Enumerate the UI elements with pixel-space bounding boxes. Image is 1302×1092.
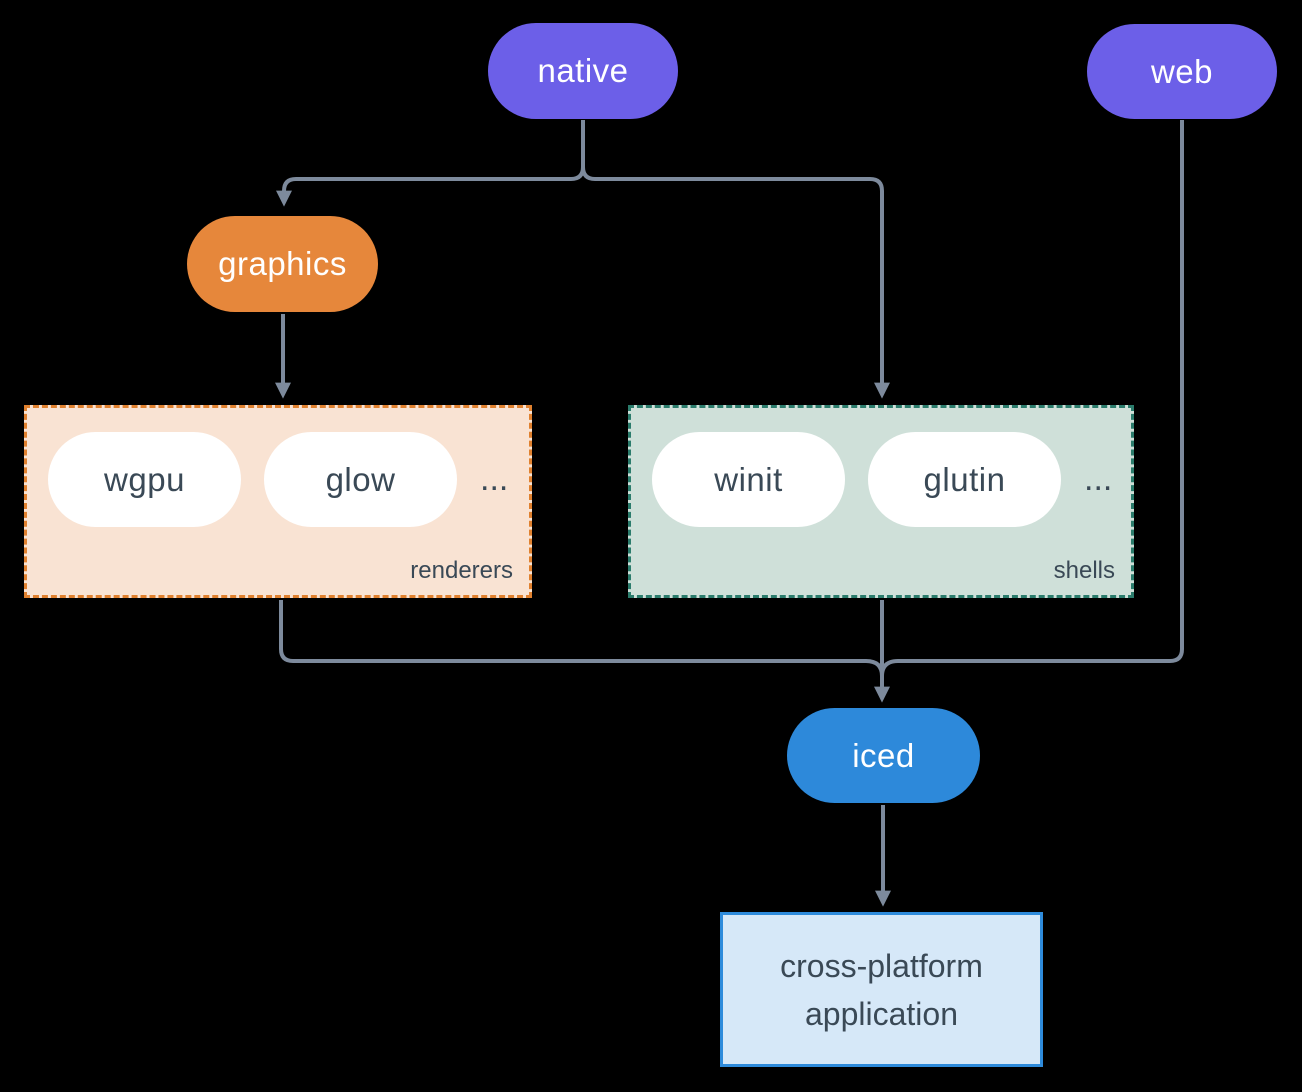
edge-native-to-shells <box>581 166 890 399</box>
node-native-label: native <box>537 52 629 89</box>
edge-native-to-graphics <box>276 166 585 207</box>
group-shells: winit glutin ... shells <box>628 405 1134 598</box>
node-winit: winit <box>652 432 845 527</box>
app-label-line2: application <box>805 995 958 1032</box>
node-winit-label: winit <box>714 460 783 498</box>
edge-renderers-to-merge <box>279 600 884 677</box>
node-glow-label: glow <box>325 460 396 498</box>
renderers-group-label: renderers <box>410 557 513 584</box>
node-glow: glow <box>264 432 457 527</box>
node-wgpu: wgpu <box>48 432 241 527</box>
node-web-label: web <box>1150 52 1214 90</box>
node-glutin: glutin <box>868 432 1061 527</box>
node-cross-platform-application: cross-platform application <box>720 912 1043 1067</box>
node-graphics-label: graphics <box>218 245 347 282</box>
node-web: web <box>1087 24 1277 119</box>
node-glutin-label: glutin <box>923 460 1006 498</box>
node-graphics: graphics <box>187 216 378 312</box>
group-renderers: wgpu glow ... renderers <box>24 405 532 598</box>
node-iced: iced <box>787 708 980 803</box>
renderers-ellipsis: ... <box>480 460 509 498</box>
node-iced-label: iced <box>852 736 915 774</box>
shells-ellipsis: ... <box>1084 460 1113 498</box>
shells-group-label: shells <box>1053 557 1115 584</box>
node-native: native <box>488 23 678 119</box>
app-label-line1: cross-platform <box>780 947 983 984</box>
node-wgpu-label: wgpu <box>104 460 185 498</box>
